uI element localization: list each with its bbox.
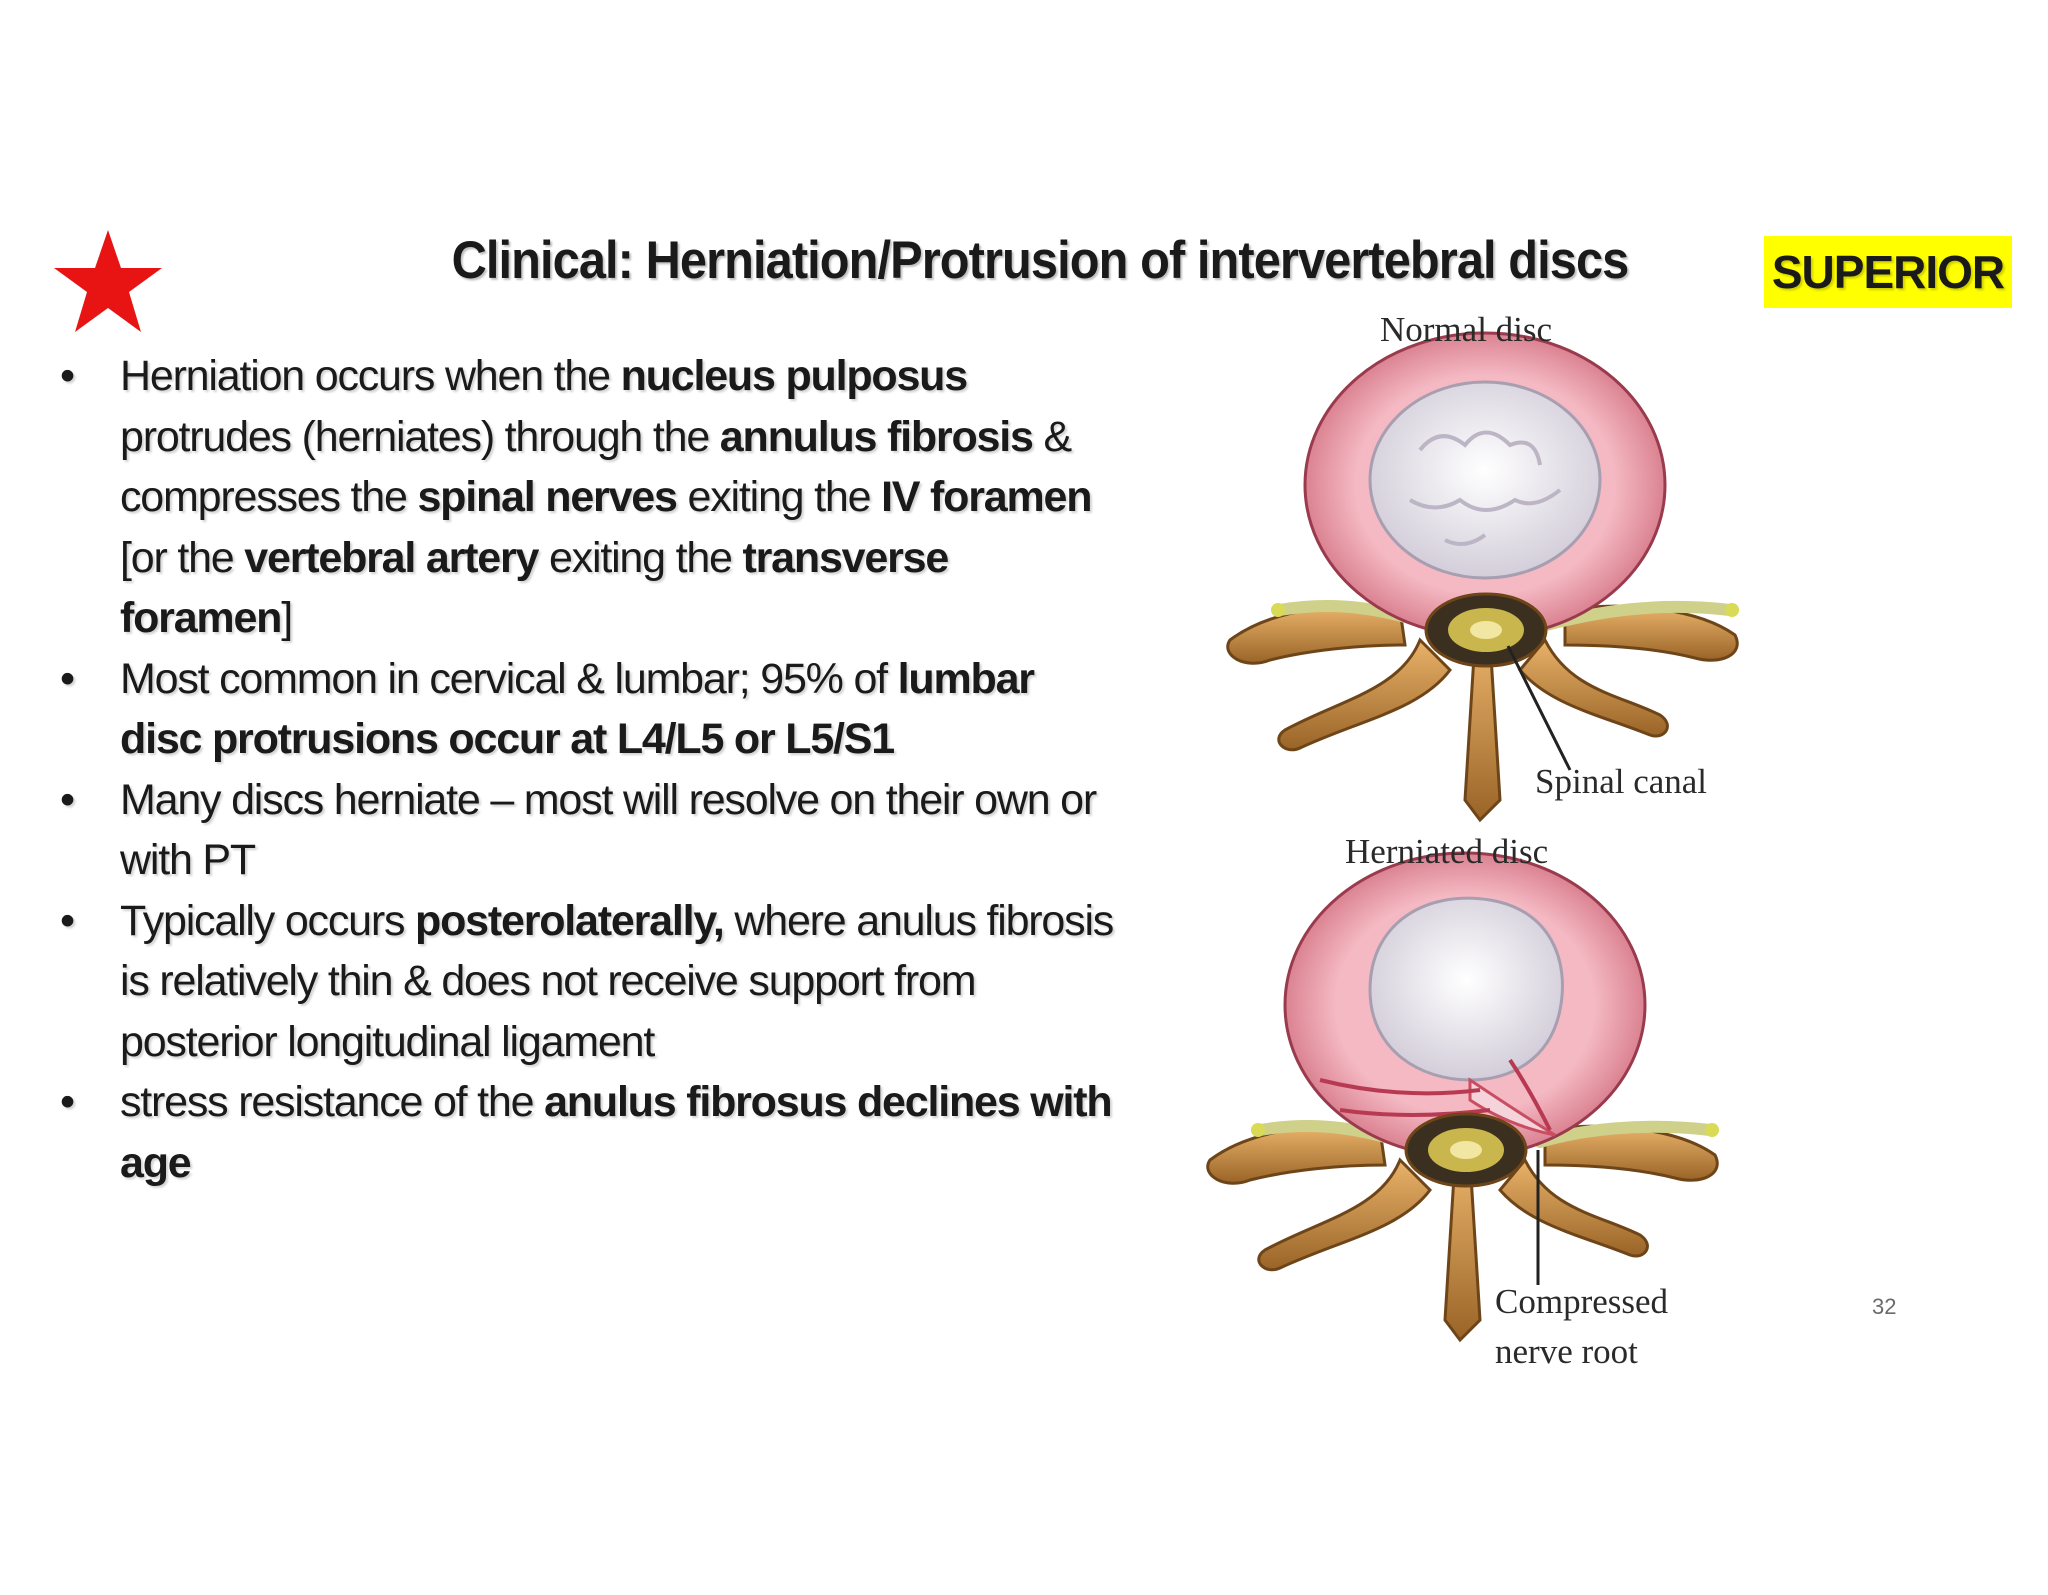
bullet-item: • Herniation occurs when the nucleus pulp… — [60, 346, 1120, 649]
bullet-list: • Herniation occurs when the nucleus pulp… — [60, 346, 1120, 1193]
bullet-text: where anulus fibrosis is relatively thin… — [120, 896, 1114, 1066]
bold-term: vertebral artery — [244, 533, 539, 582]
bullet-text: & compresses the — [120, 412, 1072, 522]
bullet-text: protrudes (herniates) through the — [120, 412, 720, 461]
herniated-disc-label: Herniated disc — [1345, 832, 1549, 871]
bold-term: posterolaterally, — [415, 896, 725, 945]
bold-term: IV foramen — [881, 473, 1092, 521]
bullet-text: exiting the — [676, 473, 882, 521]
badge-label: SUPERIOR — [1771, 246, 2005, 298]
bold-term: lumbar disc protrusions occur at L4/L5 o… — [120, 654, 1035, 764]
normal-disc-label: Normal disc — [1380, 310, 1553, 349]
bullet-item: • Most common in cervical & lumbar; 95% o… — [60, 649, 1120, 770]
bullet-item: • Many discs herniate – most will resolve… — [60, 770, 1120, 891]
bullet-item: • Typically occurs posterolaterally, wher… — [60, 891, 1120, 1073]
bullet-dot-icon: • — [60, 654, 75, 703]
bullet-item: • stress resistance of the anulus fibrosu… — [60, 1072, 1120, 1193]
normal-disc-illustration — [1226, 331, 1739, 823]
bullet-text: exiting the — [538, 533, 743, 582]
bullet-text: Typically occurs — [120, 896, 416, 945]
bullet-text: stress resistance of the — [120, 1078, 545, 1126]
page-number: 32 — [1872, 1294, 1897, 1319]
bullet-text: ] — [281, 594, 293, 642]
bullet-text: Many discs herniate – most will resolve … — [120, 775, 1097, 885]
spinal-canal-label: Spinal canal — [1535, 762, 1708, 801]
bold-term: spinal nerves — [417, 473, 677, 521]
bold-term: anulus fibrosus declines with age — [120, 1078, 1113, 1187]
bullet-dot-icon: • — [60, 352, 75, 400]
disc-diagram — [1206, 331, 1739, 1343]
bullet-dot-icon: • — [60, 896, 75, 945]
bullet-dot-icon: • — [60, 775, 75, 824]
star-icon — [54, 230, 162, 332]
bold-term: transverse foramen — [120, 533, 949, 643]
disc-herniation-illustration: Normal disc Spinal canal Herniated disc … — [1190, 310, 2010, 1590]
bullet-dot-icon: • — [60, 1078, 75, 1126]
bullet-text: [or the — [120, 533, 245, 582]
bold-term: annulus fibrosis — [719, 412, 1034, 461]
herniated-disc-illustration — [1206, 851, 1719, 1343]
compressed-label-line1: Compressed — [1495, 1282, 1669, 1321]
slide-title: Clinical: Herniation/Protrusion of inter… — [451, 231, 1630, 290]
compressed-label-line2: nerve root — [1495, 1332, 1638, 1371]
bold-term: nucleus pulposus — [620, 352, 969, 400]
bullet-text: Herniation occurs when the — [120, 352, 621, 400]
superior-badge: SUPERIOR — [1764, 236, 2012, 308]
bullet-text: Most common in cervical & lumbar; 95% of — [120, 654, 898, 703]
